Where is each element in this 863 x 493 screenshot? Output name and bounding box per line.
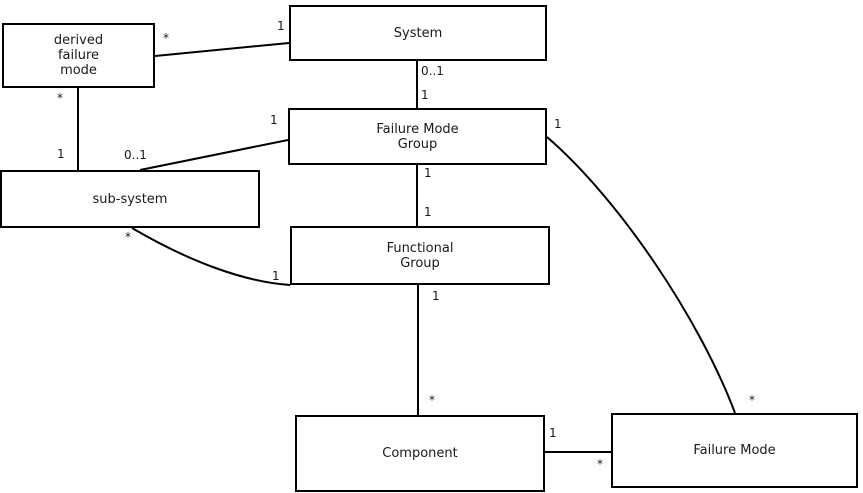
class-box-component[interactable]: Component [295, 415, 545, 492]
class-name-system: System [393, 25, 443, 41]
multiplicity-dfm-system-star: * [163, 31, 169, 45]
multiplicity-fg-component-one: 1 [432, 289, 440, 303]
multiplicity-subsystem-fg-star: * [125, 230, 131, 244]
multiplicity-fg-fmg-one: 1 [424, 205, 432, 219]
class-box-failure-mode[interactable]: Failure Mode [611, 413, 858, 488]
multiplicity-component-failuremode-one: 1 [549, 426, 557, 440]
multiplicity-fmg-system-one: 1 [421, 88, 429, 102]
edge-derived-failure-mode--system [154, 42, 290, 57]
multiplicity-subsystem-fmg-zero-one: 0..1 [124, 148, 147, 162]
class-box-functional-group[interactable]: Functional Group [290, 226, 550, 285]
multiplicity-system-dfm-one: 1 [277, 19, 285, 33]
class-box-system[interactable]: System [289, 5, 547, 61]
class-box-sub-system[interactable]: sub-system [0, 170, 260, 228]
multiplicity-fmg-subsystem-one: 1 [270, 113, 278, 127]
class-name-failure-mode: Failure Mode [693, 443, 776, 458]
multiplicity-fmg-failuremode-one: 1 [554, 117, 562, 131]
multiplicity-failuremode-fmg-star: * [749, 393, 755, 407]
multiplicity-dfm-subsystem-star: * [57, 91, 63, 105]
class-name-component: Component [382, 446, 458, 461]
edge-sub-system--failure-mode-group [139, 139, 289, 171]
multiplicity-failuremode-component-star: * [597, 457, 603, 471]
class-name-functional-group: Functional Group [386, 240, 454, 271]
class-name-sub-system: sub-system [92, 191, 168, 207]
multiplicity-system-fmg-zero-one: 0..1 [421, 64, 444, 78]
multiplicity-fmg-fg-one: 1 [424, 166, 432, 180]
multiplicity-fg-subsystem-one: 1 [272, 269, 280, 283]
edge-failure-mode-group--failure-mode [546, 136, 736, 414]
class-name-derived-failure-mode: derived failure mode [53, 33, 104, 78]
edge-sub-system--functional-group [131, 227, 291, 286]
class-box-failure-mode-group[interactable]: Failure Mode Group [288, 108, 547, 165]
class-box-derived-failure-mode[interactable]: derived failure mode [2, 23, 155, 88]
multiplicity-subsystem-dfm-one: 1 [57, 147, 65, 161]
class-name-failure-mode-group: Failure Mode Group [376, 121, 459, 152]
multiplicity-component-fg-star: * [429, 393, 435, 407]
